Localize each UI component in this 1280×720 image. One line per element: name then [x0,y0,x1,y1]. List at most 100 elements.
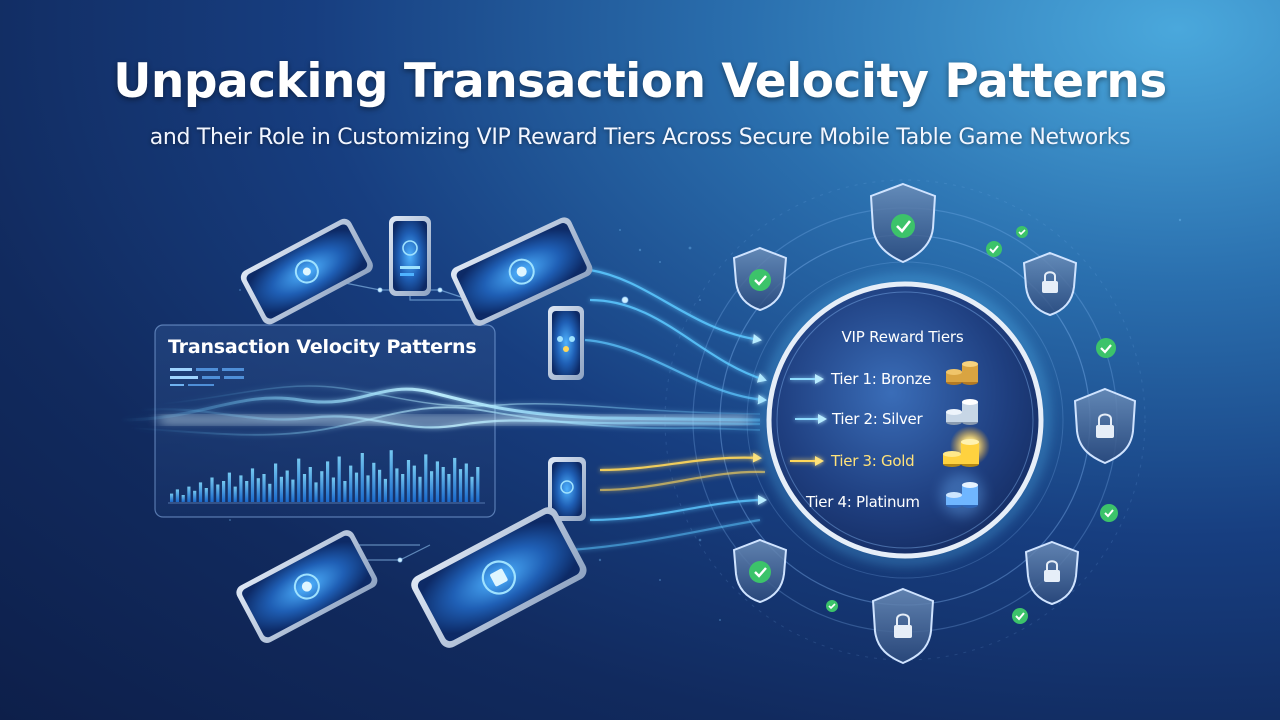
flow-line [584,338,767,405]
velocity-bar [326,461,330,502]
velocity-bar [453,457,457,502]
velocity-bar [239,475,243,502]
tier-1-label: Tier 1: Bronze [831,370,932,388]
velocity-bar [314,482,318,502]
smartphone-icon [548,457,586,521]
velocity-bar [204,488,208,502]
velocity-bar [181,495,185,502]
velocity-bar [262,474,266,502]
coin-stack-icon [946,361,978,385]
velocity-bar [216,484,220,502]
velocity-bar [430,471,434,502]
data-flow-lines [569,268,767,552]
velocity-bar [297,458,301,502]
velocity-bar [343,481,347,502]
velocity-bar [268,483,272,502]
velocity-bar [395,468,399,502]
velocity-bar [476,467,480,502]
velocity-bar [285,470,289,502]
check-circle-icon [1016,226,1028,238]
velocity-bar [274,463,278,502]
velocity-bar [372,462,376,502]
background-dots [229,218,1182,621]
velocity-waves [119,385,761,436]
velocity-bar [302,474,307,502]
velocity-bar [279,476,283,502]
shield-check-icon [869,182,937,264]
vip-tiers-title: VIP Reward Tiers [841,328,964,346]
coin-stacks [940,361,990,517]
flow-line [599,452,762,472]
velocity-bar [383,478,387,502]
velocity-bar [320,471,324,502]
velocity-bar [245,481,249,502]
check-badges [826,226,1118,624]
flow-line [589,298,767,383]
smartphones [236,216,593,648]
smartphone-icon [548,306,584,380]
velocity-bar [193,490,197,502]
page-subtitle: and Their Role in Customizing VIP Reward… [149,125,1131,150]
shield-check-icon [732,538,788,604]
velocity-bar [464,463,468,502]
velocity-bar [441,467,445,502]
check-circle-icon [1096,338,1116,358]
shield-check-icon [732,246,788,312]
velocity-bar [378,469,382,502]
flow-line [599,470,766,492]
velocity-bar [250,468,255,502]
velocity-bar [470,476,474,502]
velocity-bar [291,479,295,502]
velocity-bar [256,478,260,502]
smartphone-icon [389,216,431,296]
velocity-bar [389,450,393,502]
coin-stack-icon [943,426,990,467]
velocity-bar [227,472,231,502]
velocity-bar [337,456,341,502]
velocity-bar [308,467,312,502]
check-circle-icon [1012,608,1028,624]
velocity-bar [360,453,364,502]
tier-4-label: Tier 4: Platinum [806,493,920,511]
smartphone-icon [236,530,378,643]
flow-line [569,518,761,552]
velocity-bar [435,461,439,502]
shield-lock-icon [871,587,935,665]
velocity-bar [424,454,428,502]
velocity-bar [447,474,451,502]
velocity-bar [331,477,335,502]
panel-legend-lines [170,368,244,386]
velocity-bar [412,465,416,502]
smartphone-icon [450,217,593,326]
check-circle-icon [986,241,1002,257]
smartphone-icon [240,218,373,325]
flow-line [589,268,762,344]
velocity-bar [349,465,353,502]
velocity-bar [170,493,174,502]
flow-line [589,495,767,522]
velocity-bar [187,486,191,502]
velocity-bar [210,477,214,502]
shield-lock-icon [1073,387,1137,465]
coin-stack-icon [940,473,984,517]
velocity-bar [222,481,226,502]
velocity-bar [458,469,463,502]
velocity-bar [406,460,411,502]
check-circle-icon [1100,504,1118,522]
velocity-bar [198,482,203,502]
security-shields [732,182,1137,665]
velocity-bar [401,474,405,502]
tier-3-label: Tier 3: Gold [831,452,915,470]
velocity-bar [175,489,179,502]
velocity-bar [233,486,237,502]
smartphone-icon [411,507,587,648]
shield-lock-icon [1024,540,1080,606]
velocity-bar [354,472,359,502]
check-circle-icon [826,600,838,612]
velocity-bars [170,450,480,502]
tier-arrows [790,374,827,466]
velocity-bar [418,476,422,502]
tier-2-label: Tier 2: Silver [832,410,923,428]
